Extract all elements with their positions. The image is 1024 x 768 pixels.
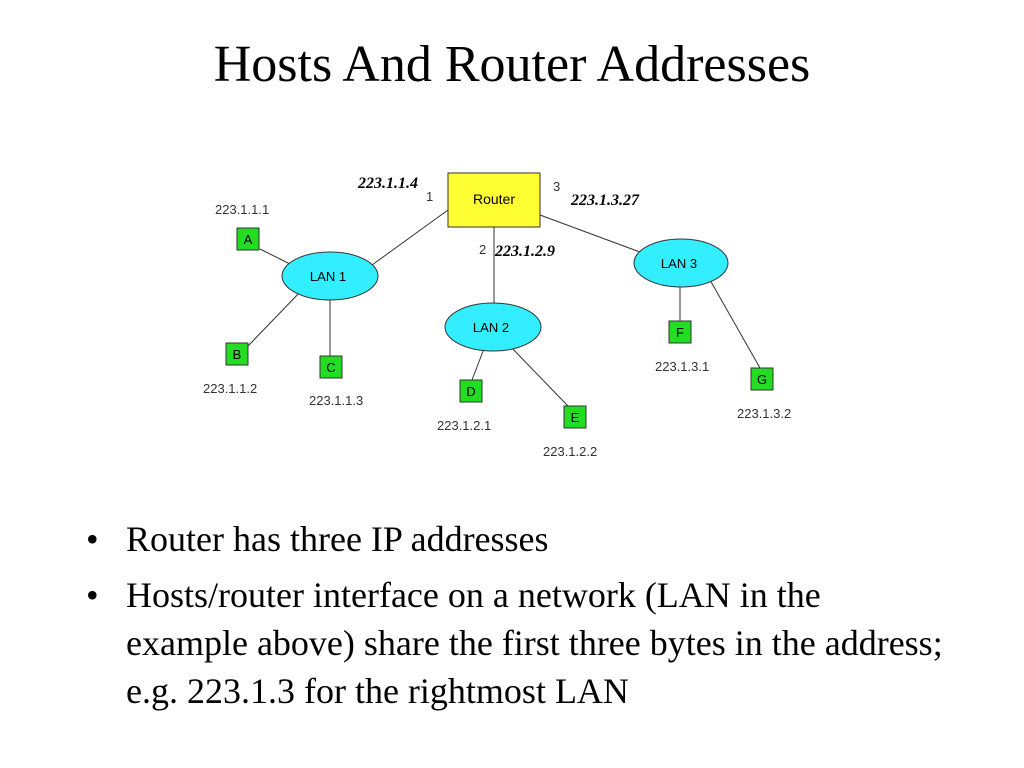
- host-g: G: [750, 367, 774, 391]
- host-b-label: B: [233, 347, 242, 362]
- host-b-ip: 223.1.1.2: [203, 381, 257, 396]
- host-f-label: F: [676, 325, 684, 340]
- host-f-ip: 223.1.3.1: [655, 359, 709, 374]
- bullet-item: • Hosts/router interface on a network (LA…: [86, 571, 946, 715]
- host-c-ip: 223.1.1.3: [309, 393, 363, 408]
- host-c-label: C: [326, 360, 335, 375]
- router-port-2: 2: [479, 242, 486, 257]
- lan2-label: LAN 2: [473, 320, 509, 335]
- lan1-ellipse: [281, 251, 379, 301]
- bullet-item: • Router has three IP addresses: [86, 515, 946, 563]
- bullet-list: • Router has three IP addresses • Hosts/ro…: [86, 515, 946, 723]
- host-d-label: D: [466, 384, 475, 399]
- host-e-ip: 223.1.2.2: [543, 444, 597, 459]
- router-box: [447, 172, 541, 228]
- router-port-3: 3: [553, 179, 560, 194]
- router-label: Router: [473, 191, 515, 207]
- bullet-text: Router has three IP addresses: [126, 519, 549, 559]
- router-ip-port1: 223.1.1.4: [357, 175, 418, 192]
- host-d-ip: 223.1.2.1: [437, 418, 491, 433]
- slide-title: Hosts And Router Addresses: [213, 36, 811, 93]
- link-router-lan3: [539, 214, 649, 256]
- host-b: B: [225, 342, 249, 366]
- connection-lines: [247, 209, 761, 407]
- lan1-label: LAN 1: [310, 269, 346, 284]
- lan3-label: LAN 3: [661, 256, 697, 271]
- router-port-1: 1: [426, 189, 433, 204]
- router-ip-port3: 223.1.3.27: [570, 192, 640, 209]
- router-ip-port2: 223.1.2.9: [494, 243, 555, 260]
- bullet-dot-icon: •: [86, 519, 99, 559]
- host-e-label: E: [571, 410, 580, 425]
- host-d: D: [459, 379, 483, 403]
- host-a-ip: 223.1.1.1: [215, 202, 269, 217]
- host-a: A: [236, 227, 260, 251]
- host-c: C: [319, 355, 343, 379]
- host-g-ip: 223.1.3.2: [737, 406, 791, 421]
- link-lan1-b: [247, 289, 303, 347]
- link-router-lan1: [371, 209, 449, 266]
- link-lan2-d: [471, 345, 486, 381]
- lan2-ellipse: [444, 302, 542, 352]
- host-a-label: A: [244, 232, 253, 247]
- bullet-text: Hosts/router interface on a network (LAN…: [126, 575, 943, 711]
- network-diagram: Router 1 2 3 223.1.1.4 223.1.2.9 223.1.3…: [203, 172, 791, 459]
- host-e: E: [563, 405, 587, 429]
- bullet-dot-icon: •: [86, 575, 99, 615]
- link-lan2-e: [507, 343, 569, 407]
- link-lan3-g: [709, 279, 761, 369]
- lan3-ellipse: [633, 238, 729, 288]
- host-f: F: [668, 320, 692, 344]
- host-g-label: G: [757, 372, 767, 387]
